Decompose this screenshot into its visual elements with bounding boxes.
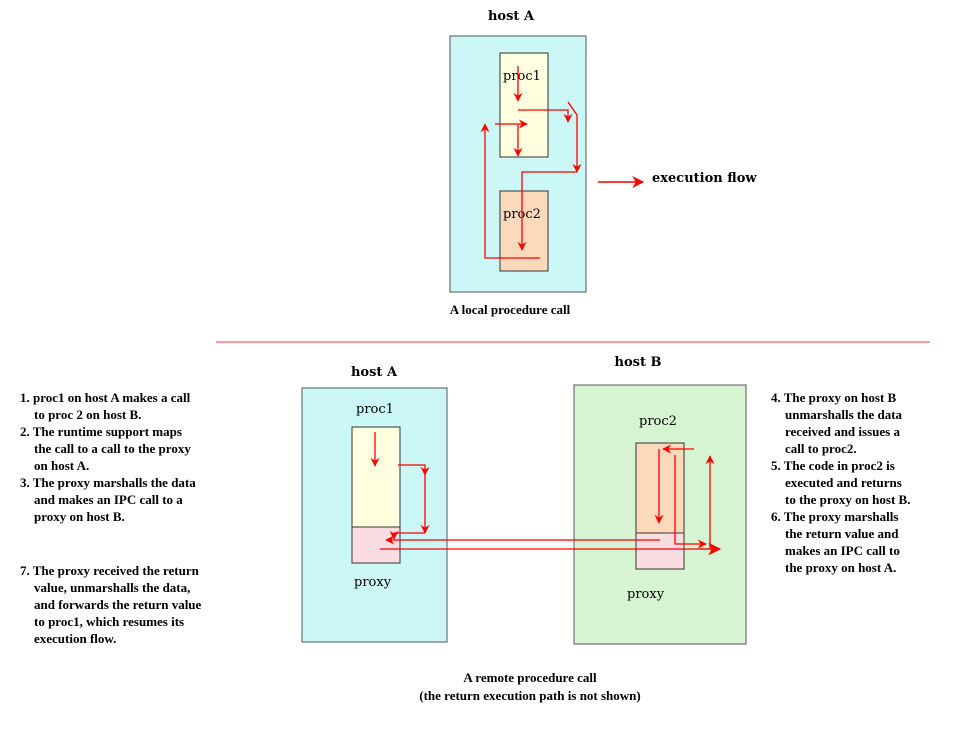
left-note-7-main: 7. The proxy received the return [20,563,199,578]
remote-proxy-a-box [351,526,401,564]
local-flow-arrows [480,66,582,259]
right-note-4-cont-2: received and issues a [785,424,900,439]
left-note-2-main: 2. The runtime support maps [20,424,182,439]
right-note-5-main: 5. The code in proc2 is [771,458,895,473]
right-note-6-cont-1: the return value and [785,526,899,541]
right-note-5: 5. The code in proc2 is [771,457,961,474]
remote-proc2-label: proc2 [639,414,677,429]
right-notes: 4. The proxy on host B unmarshalls the d… [771,389,961,576]
remote-flow-return-to-proxy [674,455,707,549]
left-note-2-cont-1: the call to a call to the proxy [34,441,191,456]
right-note-6-cont-2: makes an IPC call to [785,543,900,558]
right-note-4-main: 4. The proxy on host B [771,390,897,405]
right-note-4: 4. The proxy on host B [771,389,961,406]
local-flow-out [567,101,582,173]
left-note-7-cont-1: value, unmarshalls the data, [34,580,191,595]
remote-flow-right-1 [398,464,430,476]
left-note-3-cont-2: proxy on host B. [34,509,125,524]
right-note-6: 6. The proxy marshalls [771,508,961,525]
left-note-3-cont-1: and makes an IPC call to a [34,492,183,507]
remote-host-b-label: host B [615,355,662,370]
remote-proc1-label: proc1 [356,402,394,417]
remote-proxy-a-label: proxy [354,575,392,590]
remote-proxy-b-label: proxy [627,587,665,602]
local-proc1-box [499,52,549,158]
left-note-1: 1. proc1 on host A makes a call [20,389,280,406]
remote-proc2-box [635,442,685,534]
legend-label: execution flow [652,171,757,186]
right-note-6-main: 6. The proxy marshalls [771,509,899,524]
right-note-5-cont-2: to the proxy on host B. [785,492,911,507]
left-note-3: 3. The proxy marshalls the data [20,474,280,491]
local-caption-text: A local procedure call [449,302,571,317]
left-note-7-cont-4: execution flow. [34,631,117,646]
right-note-4-cont-3: call to proc2. [785,441,857,456]
left-note-7-cont-3: to proc1, which resumes its [34,614,185,629]
left-note-3-main: 3. The proxy marshalls the data [20,475,196,490]
left-note-1-cont-1: to proc 2 on host B. [34,407,142,422]
local-proc1-label: proc1 [503,69,541,84]
remote-proc1-box [351,426,401,528]
local-proc2-box [499,190,549,272]
local-host-a-label: host A [488,9,535,24]
local-flow-into-proc2 [517,171,577,251]
left-note-7-block: 7. The proxy received the return value, … [20,562,280,647]
left-note-1-main: 1. proc1 on host A makes a call [20,390,191,405]
remote-caption-line-2: (the return execution path is not shown) [419,688,641,703]
left-note-2: 2. The runtime support maps [20,423,280,440]
local-flow-return [480,123,540,259]
left-note-7: 7. The proxy received the return [20,562,280,579]
remote-proxy-b-box [635,532,685,570]
left-note-7-cont-2: and forwards the return value [34,597,202,612]
remote-caption-line-1: A remote procedure call [463,670,597,685]
left-notes: 1. proc1 on host A makes a call to proc … [20,389,280,525]
right-note-4-cont-1: unmarshalls the data [785,407,903,422]
remote-host-a-label: host A [351,365,398,380]
local-flow-right-1 [518,109,573,123]
remote-flow-arrows [370,432,722,555]
remote-caption: A remote procedure call (the return exec… [360,669,700,705]
right-note-5-cont-1: executed and returns [785,475,902,490]
local-caption: A local procedure call [410,301,610,319]
left-note-2-cont-2: on host A. [34,458,90,473]
right-note-6-cont-3: the proxy on host A. [785,560,897,575]
